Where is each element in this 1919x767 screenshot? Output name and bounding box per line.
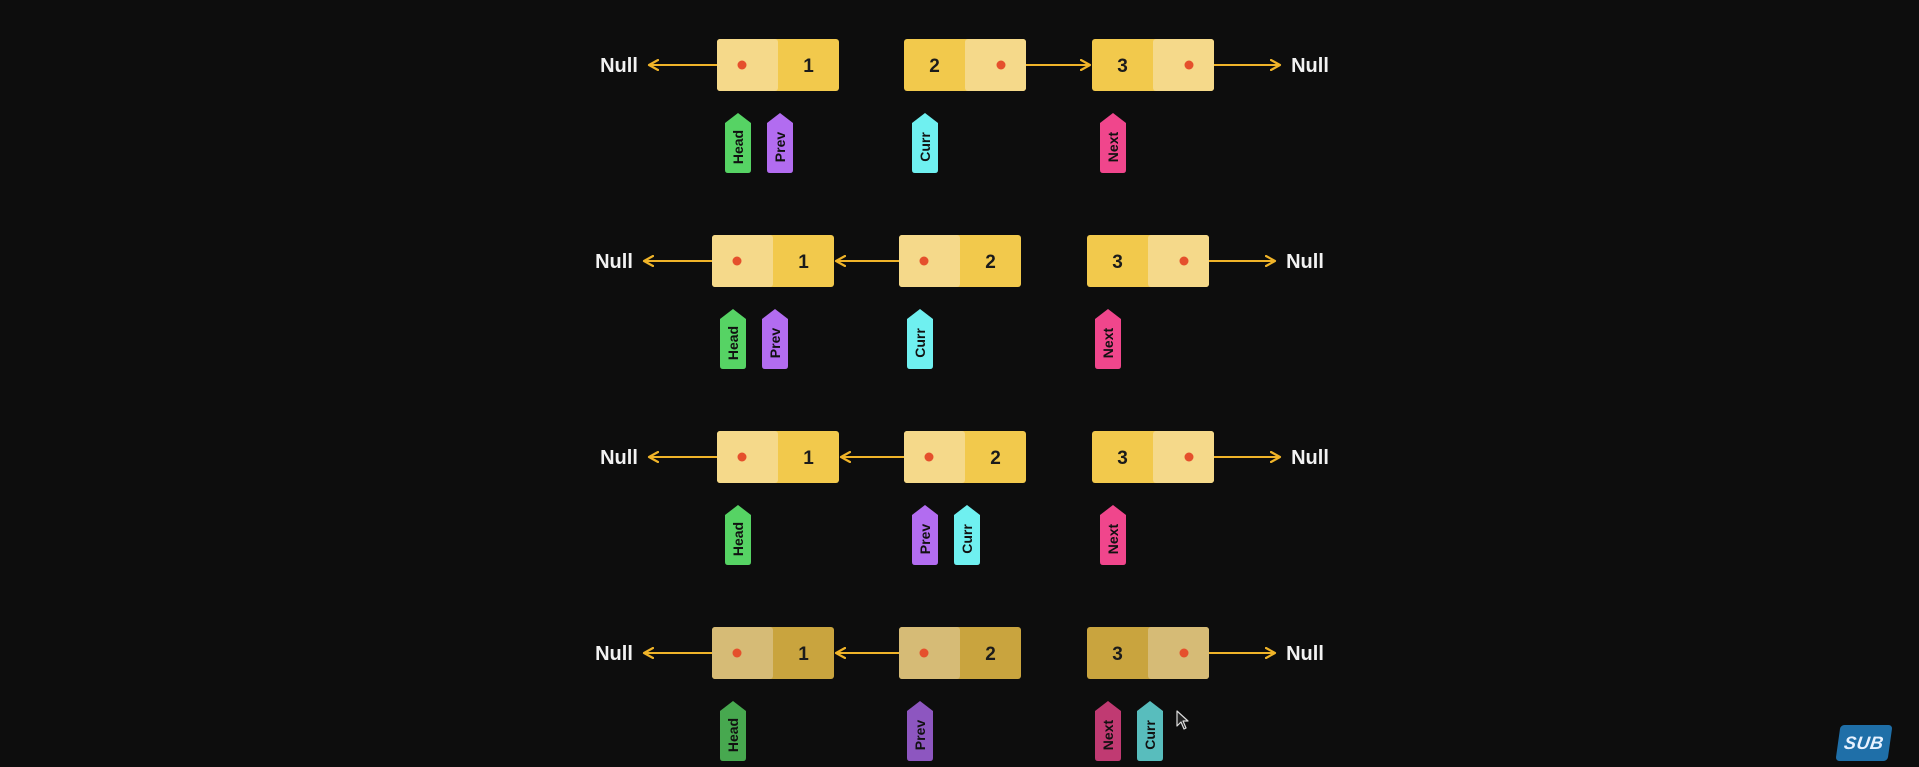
node-value: 3 (1112, 252, 1123, 273)
pointer-dot (1179, 256, 1189, 266)
node-value: 1 (798, 252, 809, 273)
pointer-tag-next: Next (1100, 113, 1126, 173)
list-node: 2 (899, 235, 1021, 287)
pointer-tag-label: Next (1100, 719, 1116, 750)
pointer-tag-prev: Prev (762, 309, 788, 369)
pointer-tag-head: Head (720, 701, 746, 761)
null-label-left: Null (600, 447, 638, 469)
pointer-tag-label: Next (1105, 523, 1121, 554)
null-label-left: Null (600, 55, 638, 77)
pointer-dot (919, 256, 929, 266)
pointer-tag-head: Head (720, 309, 746, 369)
pointer-dot (732, 648, 742, 658)
null-label-left: Null (595, 251, 633, 273)
null-label-right: Null (1286, 643, 1324, 665)
pointer-tag-label: Prev (767, 328, 783, 359)
pointer-tag-curr: Curr (907, 309, 933, 369)
pointer-tag-head: Head (725, 505, 751, 565)
list-node: 2 (904, 39, 1026, 91)
pointer-tag-curr: Curr (954, 505, 980, 565)
list-node: 2 (904, 431, 1026, 483)
pointer-dot (996, 60, 1006, 70)
pointer-tag-next: Next (1100, 505, 1126, 565)
pointer-dot (1184, 60, 1194, 70)
node-value: 2 (985, 252, 996, 273)
pointer-tag-label: Curr (917, 132, 933, 162)
sub-logo: SUB (1835, 725, 1893, 761)
pointer-tag-label: Curr (912, 328, 928, 358)
node-value: 3 (1112, 644, 1123, 665)
null-label-right: Null (1291, 55, 1329, 77)
node-value: 2 (985, 644, 996, 665)
node-value: 1 (803, 448, 814, 469)
list-node: 3 (1087, 627, 1209, 679)
pointer-tag-label: Next (1105, 131, 1121, 162)
null-label-right: Null (1291, 447, 1329, 469)
node-value: 1 (798, 644, 809, 665)
pointer-tag-label: Head (730, 130, 746, 164)
list-node: 2 (899, 627, 1021, 679)
pointer-dot (1179, 648, 1189, 658)
null-label-right: Null (1286, 251, 1324, 273)
pointer-tag-curr: Curr (912, 113, 938, 173)
pointer-dot (732, 256, 742, 266)
pointer-tag-label: Head (730, 522, 746, 556)
pointer-tag-label: Curr (959, 524, 975, 554)
pointer-tag-label: Next (1100, 327, 1116, 358)
pointer-tag-next: Next (1095, 309, 1121, 369)
pointer-dot (737, 60, 747, 70)
node-value: 3 (1117, 56, 1128, 77)
list-node: 1 (717, 431, 839, 483)
pointer-tag-next: Next (1095, 701, 1121, 761)
pointer-tag-label: Head (725, 718, 741, 752)
node-value: 2 (990, 448, 1001, 469)
pointer-tag-label: Prev (912, 720, 928, 751)
pointer-tag-curr: Curr (1137, 701, 1163, 761)
pointer-dot (924, 452, 934, 462)
pointer-tag-prev: Prev (767, 113, 793, 173)
pointer-dot (737, 452, 747, 462)
list-node: 1 (712, 627, 834, 679)
pointer-tag-label: Head (725, 326, 741, 360)
list-node: 1 (717, 39, 839, 91)
pointer-tag-label: Curr (1142, 720, 1158, 750)
pointer-tag-head: Head (725, 113, 751, 173)
list-node: 1 (712, 235, 834, 287)
mouse-pointer-icon (1176, 710, 1189, 730)
pointer-dot (1184, 452, 1194, 462)
node-value: 2 (929, 56, 940, 77)
pointer-dot (919, 648, 929, 658)
pointer-tag-label: Prev (772, 132, 788, 163)
pointer-tag-prev: Prev (912, 505, 938, 565)
pointer-tag-prev: Prev (907, 701, 933, 761)
list-node: 3 (1092, 39, 1214, 91)
null-label-left: Null (595, 643, 633, 665)
list-node: 3 (1092, 431, 1214, 483)
node-value: 1 (803, 56, 814, 77)
node-value: 3 (1117, 448, 1128, 469)
list-node: 3 (1087, 235, 1209, 287)
pointer-tag-label: Prev (917, 524, 933, 555)
